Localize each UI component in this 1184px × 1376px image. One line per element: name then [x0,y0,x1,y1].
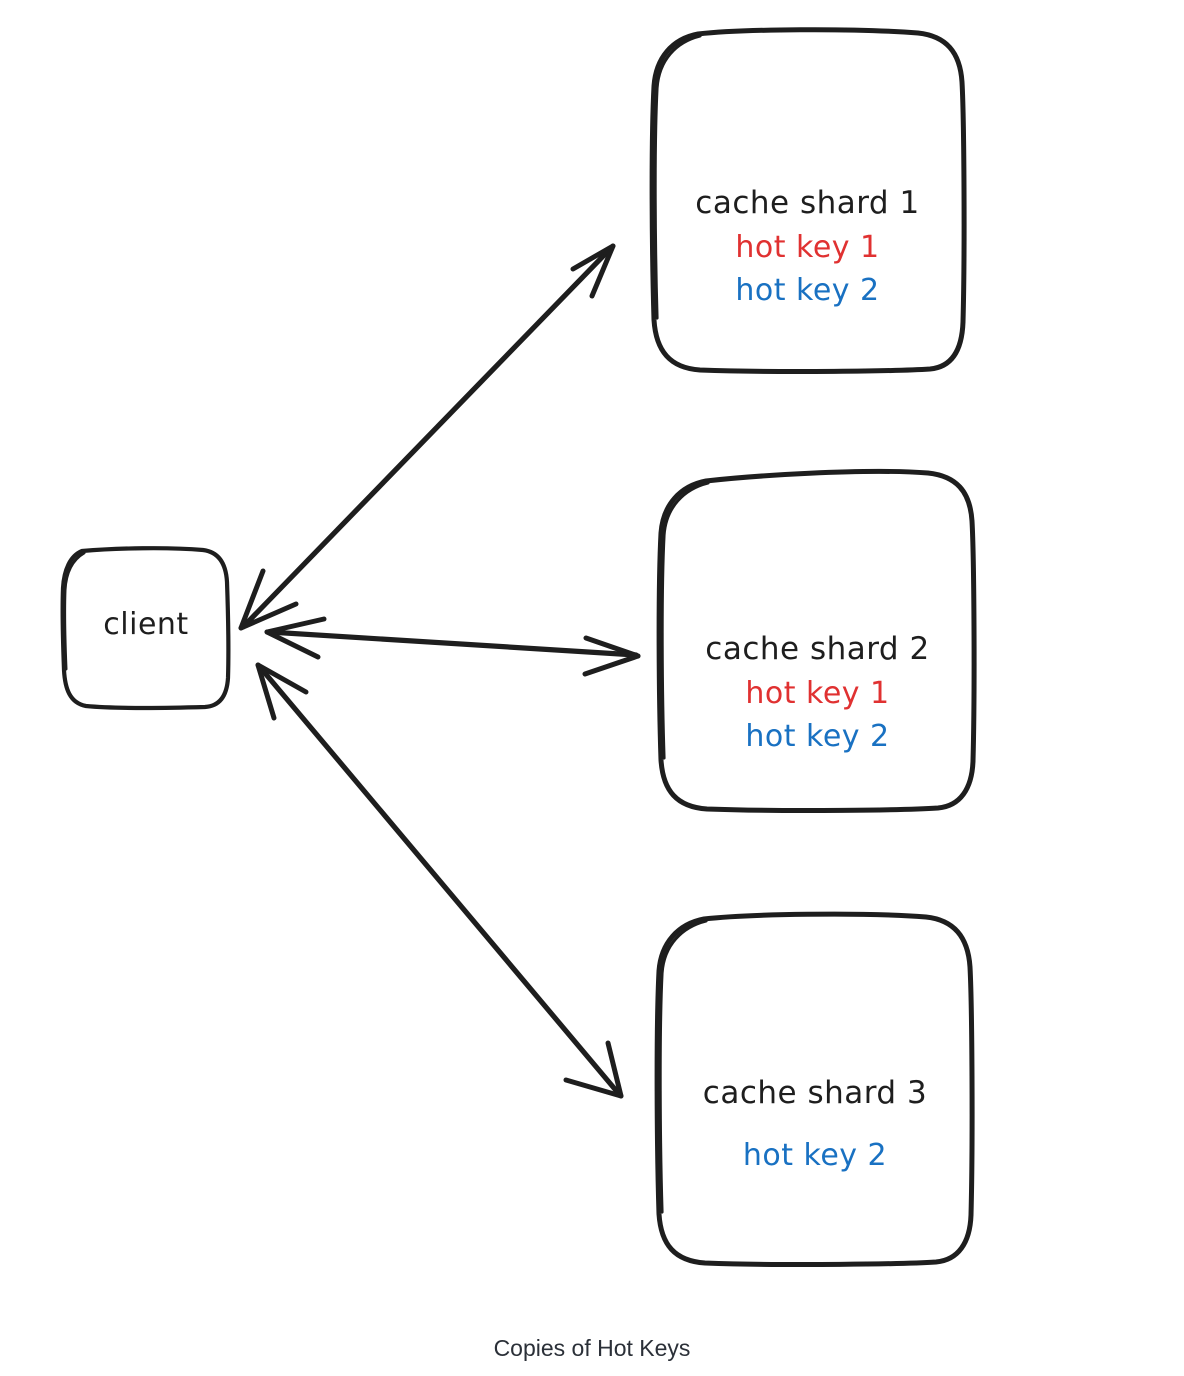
client-box[interactable] [60,546,231,711]
edge-client-shard2[interactable] [264,616,641,677]
cache-shard-1-title: cache shard 1 [695,185,920,221]
cache-shard-1-box[interactable] [649,27,967,375]
diagram-caption: Copies of Hot Keys [493,1335,691,1361]
edge-client-shard1[interactable] [238,243,616,631]
cache-shard-2-title: cache shard 2 [705,631,930,667]
cache-shard-2-key-1: hot key 1 [745,675,890,711]
cache-shard-3-content: cache shard 3 hot key 2 [658,1075,972,1172]
edge-client-shard3[interactable] [255,662,624,1099]
cache-shard-1-content: cache shard 1 hot key 1 hot key 2 [652,185,963,307]
cache-shard-2-box[interactable] [656,468,977,814]
cache-shard-3-box[interactable] [654,911,975,1268]
cache-shard-3-title: cache shard 3 [702,1075,928,1111]
cache-shard-2-content: cache shard 2 hot key 1 hot key 2 [660,631,975,753]
cache-shard-1-key-1: hot key 1 [735,229,880,265]
